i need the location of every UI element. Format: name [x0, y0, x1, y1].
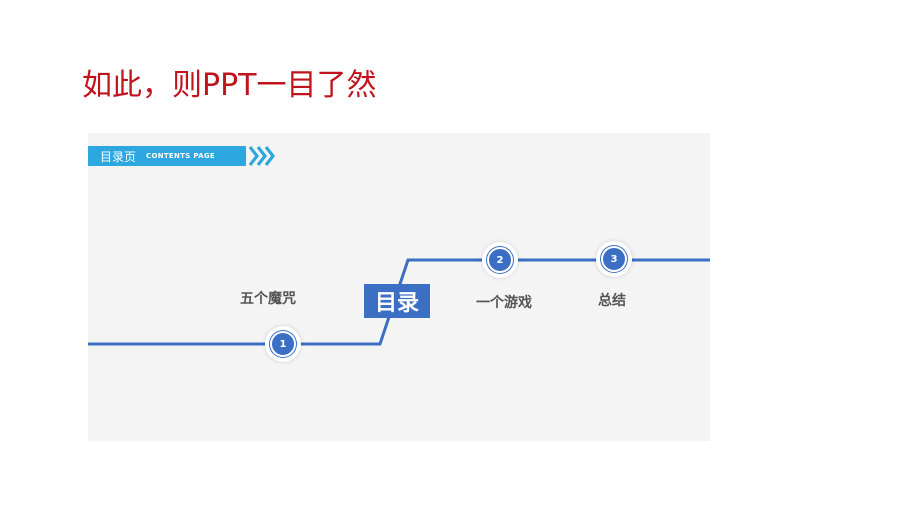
- timeline-node-2: 2: [482, 242, 518, 278]
- timeline-node-1: 1: [265, 326, 301, 362]
- timeline-label-2: 一个游戏: [476, 295, 532, 311]
- timeline-label-3: 总结: [598, 293, 626, 309]
- timeline-node-1-number: 1: [270, 331, 296, 357]
- slide-preview: 目录页 CONTENTS PAGE 目录 1 五个魔咒 2 一个游戏 3 总结: [88, 133, 710, 441]
- slide-header-title: 目录页: [100, 149, 137, 164]
- slide-header-bar: 目录页 CONTENTS PAGE: [88, 146, 246, 166]
- chevron-triple-right-icon: [248, 146, 276, 166]
- slide-header-subtitle: CONTENTS PAGE: [146, 152, 215, 160]
- page-title: 如此，则PPT一目了然: [82, 68, 377, 103]
- timeline-node-3-number: 3: [601, 246, 627, 272]
- timeline-label-1: 五个魔咒: [240, 291, 296, 307]
- timeline-node-3: 3: [596, 241, 632, 277]
- contents-center-label: 目录: [364, 284, 430, 318]
- timeline-node-2-number: 2: [487, 247, 513, 273]
